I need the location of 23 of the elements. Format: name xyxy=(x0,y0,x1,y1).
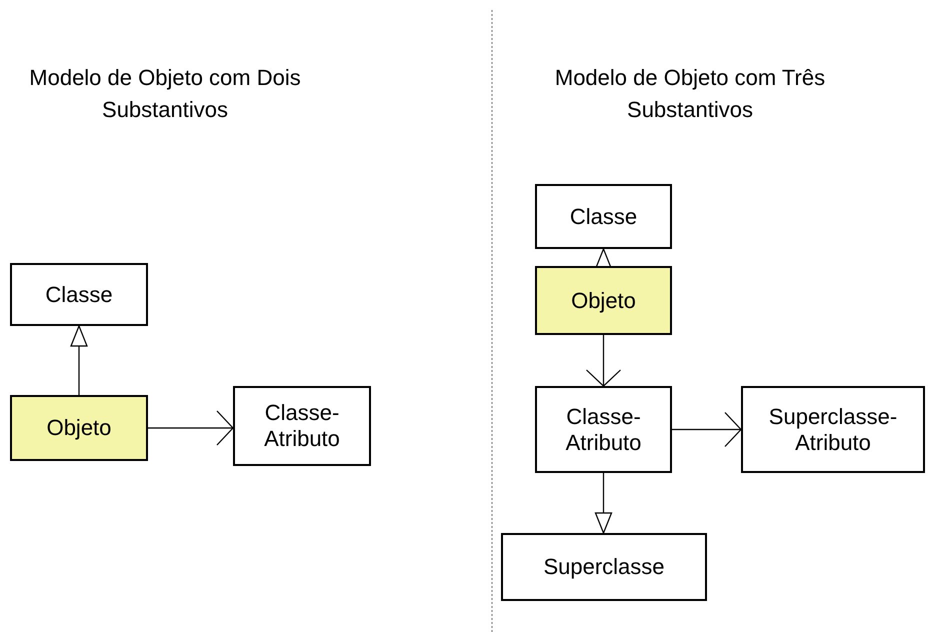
class-box xyxy=(535,266,672,335)
arrow xyxy=(672,412,742,448)
class-name: Objeto xyxy=(46,415,112,441)
class-name: Objeto xyxy=(571,288,636,314)
class-name: Classe- Atributo xyxy=(263,400,341,452)
class-name: Superclasse- Atributo xyxy=(768,404,898,456)
class-box xyxy=(233,386,371,466)
class-box xyxy=(535,386,672,473)
class-name: Classe xyxy=(570,204,638,230)
class-name: Classe- Atributo xyxy=(564,404,642,456)
class-box xyxy=(741,386,925,473)
class-box xyxy=(501,533,707,601)
diagram-heading: Modelo de Objeto com Três Substantivos xyxy=(554,64,826,124)
arrow xyxy=(586,335,622,387)
diagram-heading: Modelo de Objeto com Dois Substantivos xyxy=(28,64,302,124)
class-box xyxy=(10,263,148,326)
arrow xyxy=(594,473,612,534)
class-box xyxy=(535,184,672,249)
arrow xyxy=(70,325,88,395)
class-name: Superclasse xyxy=(543,554,665,580)
arrow xyxy=(148,410,234,446)
class-name: Classe xyxy=(45,282,113,308)
class-box xyxy=(10,395,148,461)
